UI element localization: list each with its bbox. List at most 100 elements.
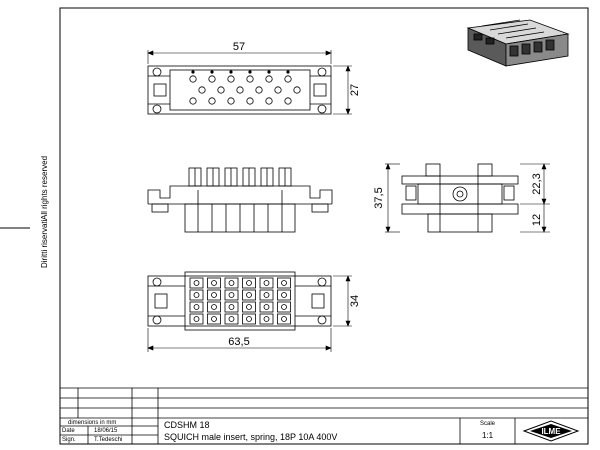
terminal-cell: [189, 277, 204, 289]
product-code: CDSHM 18: [164, 420, 210, 430]
terminal-hole: [193, 316, 200, 322]
contact-hole: [189, 75, 197, 83]
contact-hole: [189, 97, 197, 105]
terminal-hole: [211, 316, 217, 322]
terminal-cell: [277, 301, 291, 313]
terminal-cell: [259, 301, 274, 313]
contact-hole: [217, 86, 225, 94]
contact-hole: [227, 97, 235, 105]
dim-side-height: 37,5: [373, 187, 385, 208]
contact-marker: [191, 70, 195, 74]
terminal-cell: [242, 277, 256, 289]
terminal-hole: [228, 304, 235, 310]
terminal-hole: [211, 280, 217, 286]
terminal-cell: [277, 289, 291, 301]
terminal-hole: [246, 304, 252, 310]
bottom-dim-lines: [147, 275, 352, 352]
contact-hole: [227, 75, 235, 83]
contact-hole: [246, 75, 254, 83]
terminal-hole: [263, 280, 270, 286]
contact-hole: [208, 97, 216, 105]
top-view: [147, 65, 332, 115]
dim-top-width: 57: [233, 41, 245, 53]
terminal-cell: [224, 301, 239, 313]
terminal-cell: [224, 313, 239, 325]
terminal-cell: [207, 313, 221, 325]
terminal-hole: [246, 280, 252, 286]
contact-hole: [265, 97, 273, 105]
contact-hole: [284, 97, 292, 105]
sign-label: Sign.: [62, 437, 76, 443]
terminal-hole: [193, 280, 200, 286]
dim-top-height: 27: [349, 84, 361, 96]
dim-bottom-width: 63,5: [228, 336, 249, 348]
terminal-hole: [263, 292, 270, 298]
dim-side-lower: 12: [531, 214, 543, 226]
terminal-hole: [228, 292, 235, 298]
copyright-text-it: Diritti riservati: [40, 219, 49, 268]
terminal-cell: [207, 277, 221, 289]
terminal-hole: [211, 292, 217, 298]
terminal-cell: [259, 277, 274, 289]
terminal-cell: [207, 289, 221, 301]
contact-hole: [265, 75, 273, 83]
terminal-cell: [242, 301, 256, 313]
dim-side-upper: 22,3: [531, 173, 543, 194]
contact-hole: [198, 86, 206, 94]
svg-text:ILME: ILME: [541, 427, 561, 436]
terminal-cell: [277, 277, 291, 289]
date-value: 18/06/15: [94, 428, 118, 434]
terminal-cell: [189, 289, 204, 301]
terminal-hole: [281, 292, 287, 298]
dim-bottom-height: 34: [349, 295, 361, 307]
top-dim-lines: [147, 50, 352, 115]
units-note: dimensions in mm: [68, 420, 117, 426]
terminal-hole: [228, 316, 235, 322]
contact-hole: [208, 75, 216, 83]
sign-value: T.Tedeschi: [94, 437, 123, 443]
copyright-text-en: All rights reserved: [40, 156, 49, 220]
terminal-hole: [281, 316, 287, 322]
title-block-grid: [60, 387, 588, 444]
contact-marker: [210, 70, 214, 74]
terminal-cell: [259, 289, 274, 301]
contact-hole: [246, 97, 254, 105]
ilme-logo: ILME: [522, 420, 580, 442]
terminal-cell: [189, 313, 204, 325]
terminal-cell: [277, 313, 291, 325]
terminal-cell: [189, 301, 204, 313]
bottom-view: [147, 271, 332, 331]
contact-hole: [284, 75, 292, 83]
terminal-hole: [228, 280, 235, 286]
contact-marker: [267, 70, 271, 74]
terminal-cell: [224, 289, 239, 301]
date-label: Date: [62, 428, 75, 434]
terminal-hole: [263, 316, 270, 322]
product-description: SQUICH male insert, spring, 18P 10A 400V: [164, 432, 338, 442]
side-dim-lines: [385, 163, 550, 233]
isometric-thumbnail: [466, 19, 570, 67]
terminal-hole: [281, 280, 287, 286]
contact-marker: [248, 70, 252, 74]
contact-hole: [293, 86, 301, 94]
contact-hole: [255, 86, 263, 94]
terminal-cell: [242, 313, 256, 325]
contact-marker: [286, 70, 290, 74]
terminal-cell: [242, 289, 256, 301]
terminal-hole: [211, 304, 217, 310]
terminal-hole: [246, 292, 252, 298]
terminal-cell: [224, 277, 239, 289]
contact-hole: [274, 86, 282, 94]
terminal-hole: [263, 304, 270, 310]
terminal-hole: [281, 304, 287, 310]
terminal-cell: [207, 301, 221, 313]
contact-hole: [236, 86, 244, 94]
front-view: [147, 167, 333, 233]
drawing-frame: [59, 7, 589, 445]
terminal-hole: [246, 316, 252, 322]
side-view: [401, 163, 519, 233]
terminal-cell: [259, 313, 274, 325]
contact-marker: [229, 70, 233, 74]
terminal-hole: [193, 292, 200, 298]
